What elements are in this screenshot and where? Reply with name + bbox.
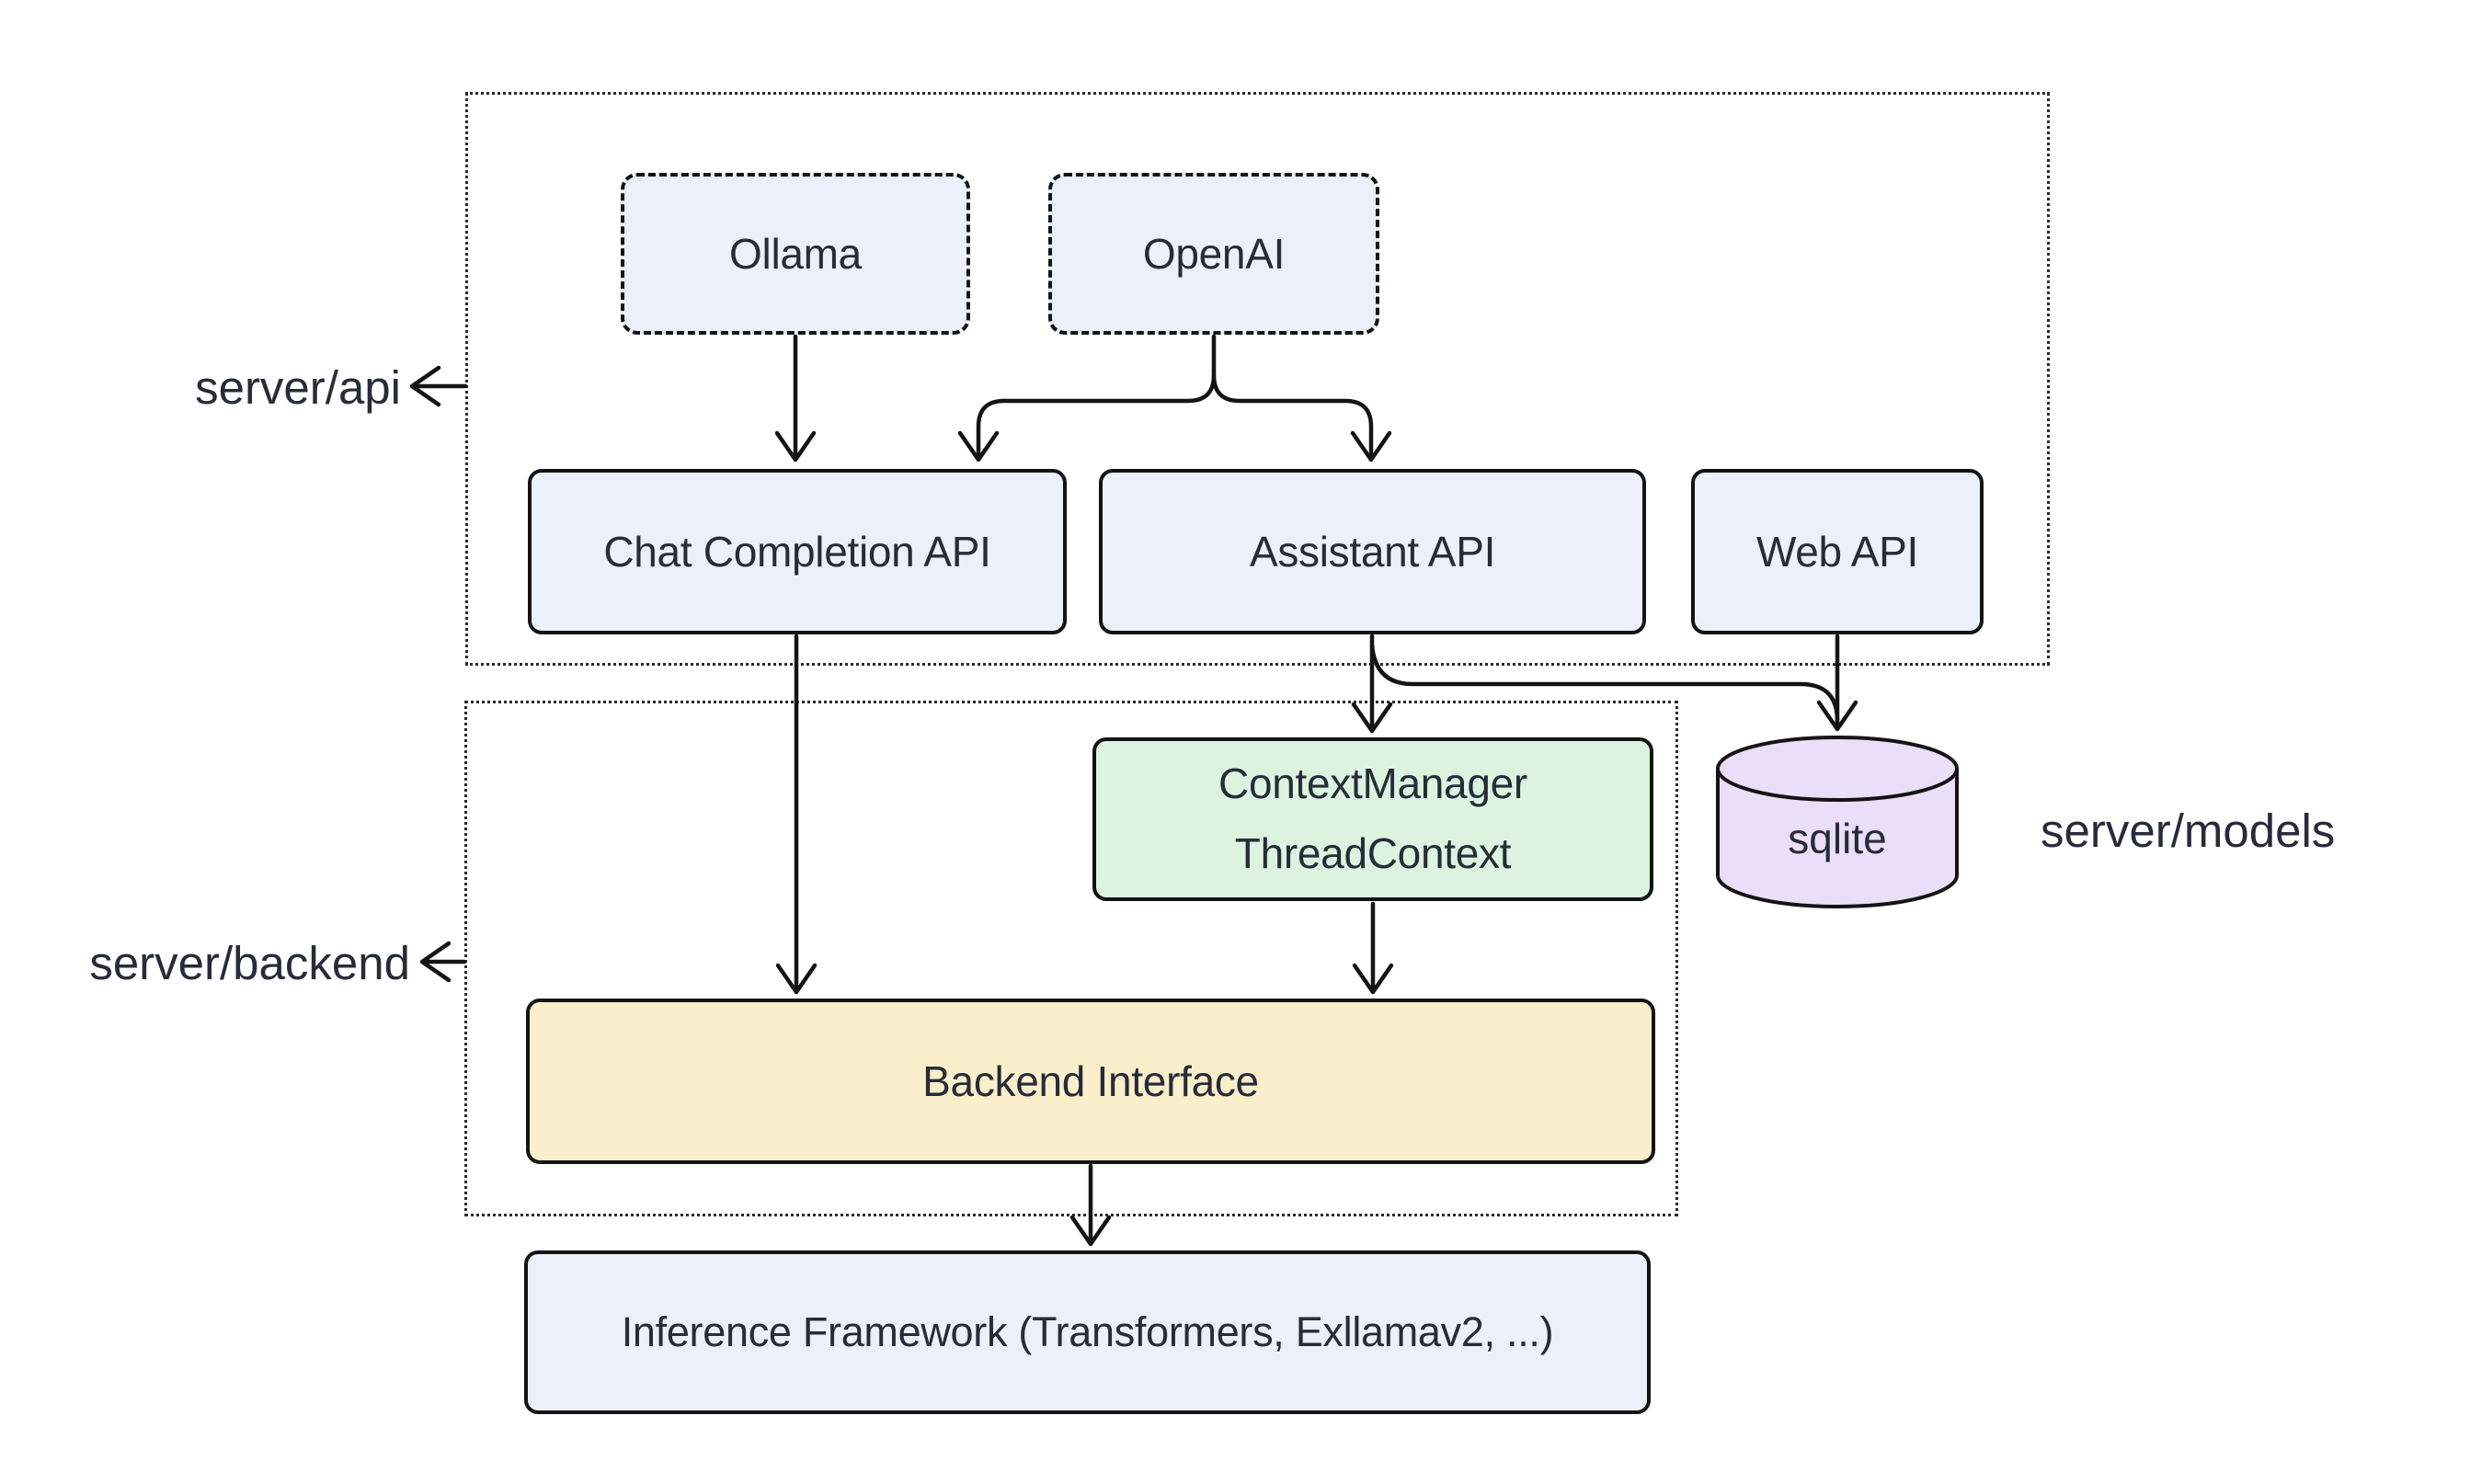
arrowhead-backend-to-inference (1069, 1215, 1112, 1247)
node-backend-interface-label: Backend Interface (922, 1057, 1259, 1105)
arrowhead-backend-label-pointer (419, 941, 452, 983)
node-ollama: Ollama (621, 173, 970, 335)
node-ollama-label: Ollama (729, 230, 862, 278)
arrowhead-chat-to-backend (775, 963, 818, 995)
arrowhead-api-label-pointer (409, 365, 441, 407)
label-server-api: server/api (129, 360, 401, 415)
label-server-api-text: server/api (195, 361, 401, 414)
node-web-api-label: Web API (1755, 528, 1919, 576)
label-server-backend-text: server/backend (89, 937, 410, 989)
node-chat-completion-api-label: Chat Completion API (603, 528, 991, 576)
edge-openai-to-assistant (1211, 372, 1374, 460)
node-context-manager-line1: ContextManager (1218, 759, 1527, 808)
node-context-manager: ContextManager ThreadContext (1092, 737, 1653, 901)
node-backend-interface: Backend Interface (526, 999, 1655, 1164)
server-backend-group (464, 701, 1678, 1216)
arrowhead-assistant-to-context (1351, 702, 1393, 734)
node-sqlite-label: sqlite (1718, 802, 1957, 875)
label-server-models: server/models (2041, 804, 2372, 858)
node-openai-label: OpenAI (1142, 230, 1286, 278)
arrowhead-openai-to-chat (957, 430, 1000, 462)
node-chat-completion-api: Chat Completion API (528, 469, 1067, 634)
arrowhead-openai-to-assistant (1350, 430, 1392, 462)
edge-openai-to-chat (976, 334, 1217, 460)
arrowhead-web-to-sqlite (1816, 700, 1858, 732)
node-context-manager-line2: ThreadContext (1234, 829, 1512, 877)
sqlite-cylinder (1716, 769, 1959, 908)
sqlite-text: sqlite (1788, 815, 1887, 862)
node-assistant-api-label: Assistant API (1249, 528, 1496, 576)
arrowhead-context-to-backend (1352, 963, 1394, 995)
arrowhead-ollama-to-chat (774, 430, 817, 462)
node-web-api: Web API (1691, 469, 1984, 634)
node-inference-framework-label: Inference Framework (Transformers, Exlla… (621, 1308, 1554, 1355)
node-inference-framework: Inference Framework (Transformers, Exlla… (524, 1250, 1651, 1414)
label-server-backend: server/backend (74, 936, 410, 990)
server-api-group (465, 92, 2050, 666)
node-openai: OpenAI (1048, 173, 1379, 335)
sqlite-cylinder-top (1716, 736, 1959, 802)
node-assistant-api: Assistant API (1099, 469, 1646, 634)
edge-assistant-to-sqlite (1369, 643, 1840, 724)
label-server-models-text: server/models (2041, 805, 2336, 857)
